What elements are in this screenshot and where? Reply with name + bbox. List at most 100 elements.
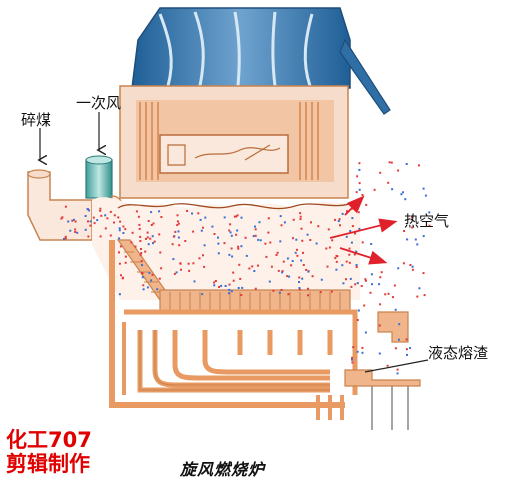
particle [345,278,347,281]
particle [64,237,67,240]
particle [89,224,92,227]
particle [201,293,204,296]
particle [403,230,406,232]
particle [199,218,202,221]
particle [141,276,144,279]
particle [186,210,189,212]
particle [290,264,293,267]
particle [370,243,373,245]
particle [328,246,331,249]
particle [361,346,364,349]
particle [409,264,412,266]
particle [358,168,361,171]
particle [348,253,351,256]
particle [331,239,334,242]
particle [240,245,243,248]
particle [171,243,174,246]
particle [118,237,121,240]
particle [357,309,360,312]
particle [422,235,425,238]
particle [394,347,397,350]
particle [371,283,373,286]
particle [349,277,352,280]
particle [122,232,125,234]
particle [76,231,79,234]
particle [140,252,143,255]
particle [257,238,260,241]
particle [203,244,206,247]
particle [319,291,322,294]
particle [160,216,163,218]
particle [270,265,273,268]
particle [96,219,99,222]
particle [292,218,295,221]
particle [334,218,337,221]
particle [311,275,314,278]
particle [135,210,138,213]
blue-hood [131,7,391,115]
particle [352,346,355,349]
particle [86,208,89,211]
particle [299,215,302,218]
particle [326,265,329,268]
particle [84,228,87,231]
particle [364,279,367,282]
particle [348,261,351,264]
particle [223,216,226,219]
particle [99,207,102,210]
particle [378,352,381,355]
particle [87,235,90,238]
particle [398,338,400,341]
particle [350,285,353,288]
particle [423,294,426,297]
particle [360,285,363,287]
particle [428,211,431,214]
particle [351,361,354,364]
particle [113,221,115,224]
particle [355,250,358,253]
particle [355,266,358,268]
particle [150,224,153,226]
particle [122,225,125,228]
furnace-upper-body [119,85,349,199]
particle [64,205,67,208]
particle [298,288,301,291]
particle [356,350,359,353]
particle [355,191,358,194]
particle [396,368,399,371]
particle [309,239,312,241]
particle [245,254,248,257]
particle [272,289,275,292]
particle [254,225,256,228]
particle [307,287,309,290]
particle [120,274,122,277]
watermark-line1: 化工707 [6,428,92,452]
primary-air-tube [85,155,113,199]
particle [336,255,339,258]
particle [140,260,143,263]
particle [361,194,364,196]
particle [365,203,368,206]
particle [142,288,145,291]
particle [342,282,345,285]
particle [330,290,333,293]
particle [241,286,244,289]
particle [236,214,239,217]
particle [138,223,141,226]
particle [153,240,156,243]
particle [286,275,289,278]
particle [405,338,408,341]
particle [280,289,283,291]
particle [301,239,304,242]
particle [179,262,182,265]
particle [373,188,376,191]
particle [229,231,232,234]
particle [335,268,338,271]
particle [104,227,107,230]
particle [416,295,419,298]
particle [158,277,161,280]
particle [229,223,232,226]
particle [147,220,150,222]
particle [302,251,304,254]
particle [348,247,351,250]
